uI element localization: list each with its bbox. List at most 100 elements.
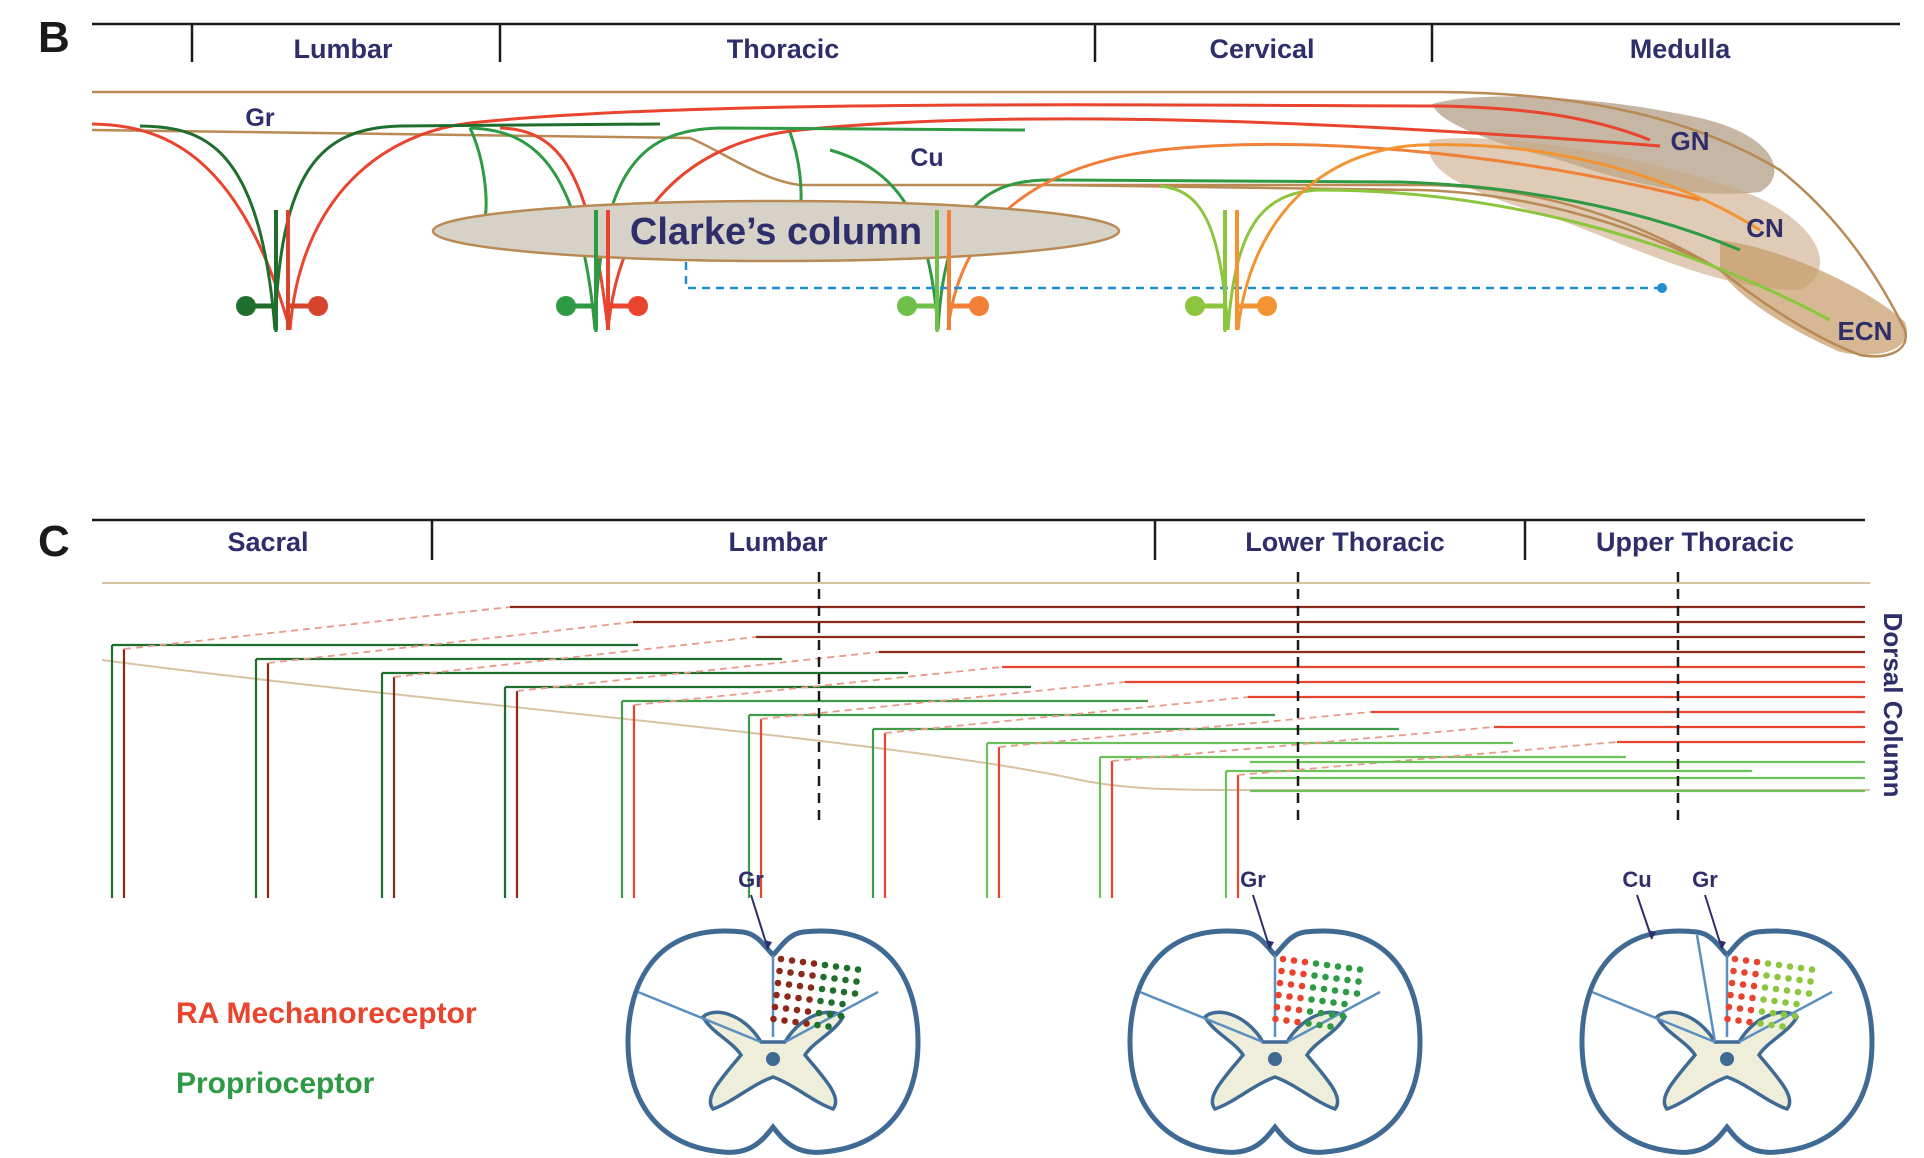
region-label-medulla: Medulla [1630,34,1731,64]
drg-neuron-pair [236,210,328,332]
mechanoreceptor-soma [308,296,328,316]
axon-dot [1793,1000,1800,1008]
axon-dot [817,997,824,1005]
section-label-gr: Gr [738,867,764,892]
lumbar-green-ascending [139,124,277,331]
axon-dot [1764,960,1772,967]
axon-dot [1769,1009,1777,1017]
axon-dot [1323,961,1331,969]
axon-dot [818,985,826,993]
nucleus-ecn [1720,240,1907,355]
axon-dot [1295,1006,1303,1014]
gr-fibers [91,103,1661,331]
axon-dot [793,1006,801,1014]
mechanoreceptor-fiber-dashed [123,606,511,650]
axon-dot [1355,978,1362,985]
region-label-upper-thoracic: Upper Thoracic [1596,527,1794,557]
axon-dot [1797,964,1805,972]
axon-dot [787,969,794,976]
axon-dot [1746,1018,1753,1026]
axon-dot [1735,1017,1742,1024]
axon-dot [809,972,816,979]
proprioceptor-soma [897,296,917,316]
drg-neuron-pair [897,210,989,332]
axon-dot [1333,975,1340,982]
axon-dot [1807,978,1814,985]
thoracic-green-ascending [469,126,597,331]
axon-dot [1279,955,1287,963]
axon-dot [1753,958,1761,966]
arrow [750,894,769,950]
axon-dot [815,1009,823,1017]
mechanoreceptor-fiber-dashed [1237,741,1618,776]
central-canal [766,1052,780,1066]
lumbar-red-ascending [91,122,292,331]
axon-dot [1747,1006,1755,1014]
axon-dot [1763,972,1770,979]
spinal-cord-section: Gr [1127,867,1423,1155]
axon-dot [839,1000,846,1008]
axon-dot [1312,960,1320,967]
axon-dot [1342,988,1350,996]
axon-dot [826,1011,834,1018]
mechanoreceptor-soma [628,296,648,316]
axon-dot [1353,990,1361,997]
mechanoreceptor-fiber-dashed [1111,726,1495,762]
axon-dot [1290,957,1298,964]
label-cu: Cu [910,144,943,172]
axon-dot [1276,979,1284,987]
axon-dot [1782,999,1789,1006]
axon-dot [781,1017,788,1024]
axon-dot [782,1005,790,1012]
spinal-cord-section: Gr [625,867,921,1155]
label-gr: Gr [245,104,274,132]
drg-neuron-pair [1185,210,1277,332]
axon-dot [1791,1012,1799,1020]
axon-dot [1344,976,1351,984]
axon-dot [1320,985,1328,993]
axon-dot [1742,957,1750,964]
axon-dot [1760,996,1767,1003]
medulla-nuclei [1428,96,1907,355]
axon-dot [1308,996,1315,1003]
axon-dot [795,994,802,1002]
axon-dot [1785,975,1792,982]
thoracic-red-ascending [499,126,610,331]
axon-dot [1316,1021,1323,1029]
axon-dot [1727,991,1734,999]
axon-dot [814,1021,821,1029]
panel-c-axis [92,518,1865,560]
axon-dot [1780,1011,1788,1018]
axon-dot [854,966,862,973]
axon-dot [853,978,860,985]
central-canal [1720,1052,1734,1066]
axon-dot [798,970,805,978]
legend-ra-mechanoreceptor: RA Mechanoreceptor [176,997,477,1030]
axon-dot [1275,991,1282,999]
axon-dot [1741,969,1748,976]
axon-dot [1771,997,1778,1005]
proprioceptor-soma [236,296,256,316]
axon-dot [785,981,793,988]
axon-dot [1783,987,1791,994]
axon-dot [1309,984,1317,991]
axon-dot [1272,1015,1279,1023]
axon-dot [832,963,840,970]
mechanoreceptor-fiber-dashed [516,651,880,692]
mechanoreceptor-soma [1257,296,1277,316]
axon-dot [831,975,838,982]
axon-dot [1736,1005,1744,1012]
axon-dot [1752,970,1759,978]
dorsal-column-tracts [91,90,1908,358]
axon-dot [820,973,827,981]
axon-dot [1356,966,1364,973]
axon-dot [821,961,829,969]
axon-dot [825,1023,832,1030]
axon-dot [1725,1003,1733,1011]
panel-b-axis [92,22,1900,62]
axon-dot [840,988,848,996]
drg-neurons [236,210,1277,332]
axon-dot [837,1012,845,1020]
axon-dot [1796,976,1803,984]
